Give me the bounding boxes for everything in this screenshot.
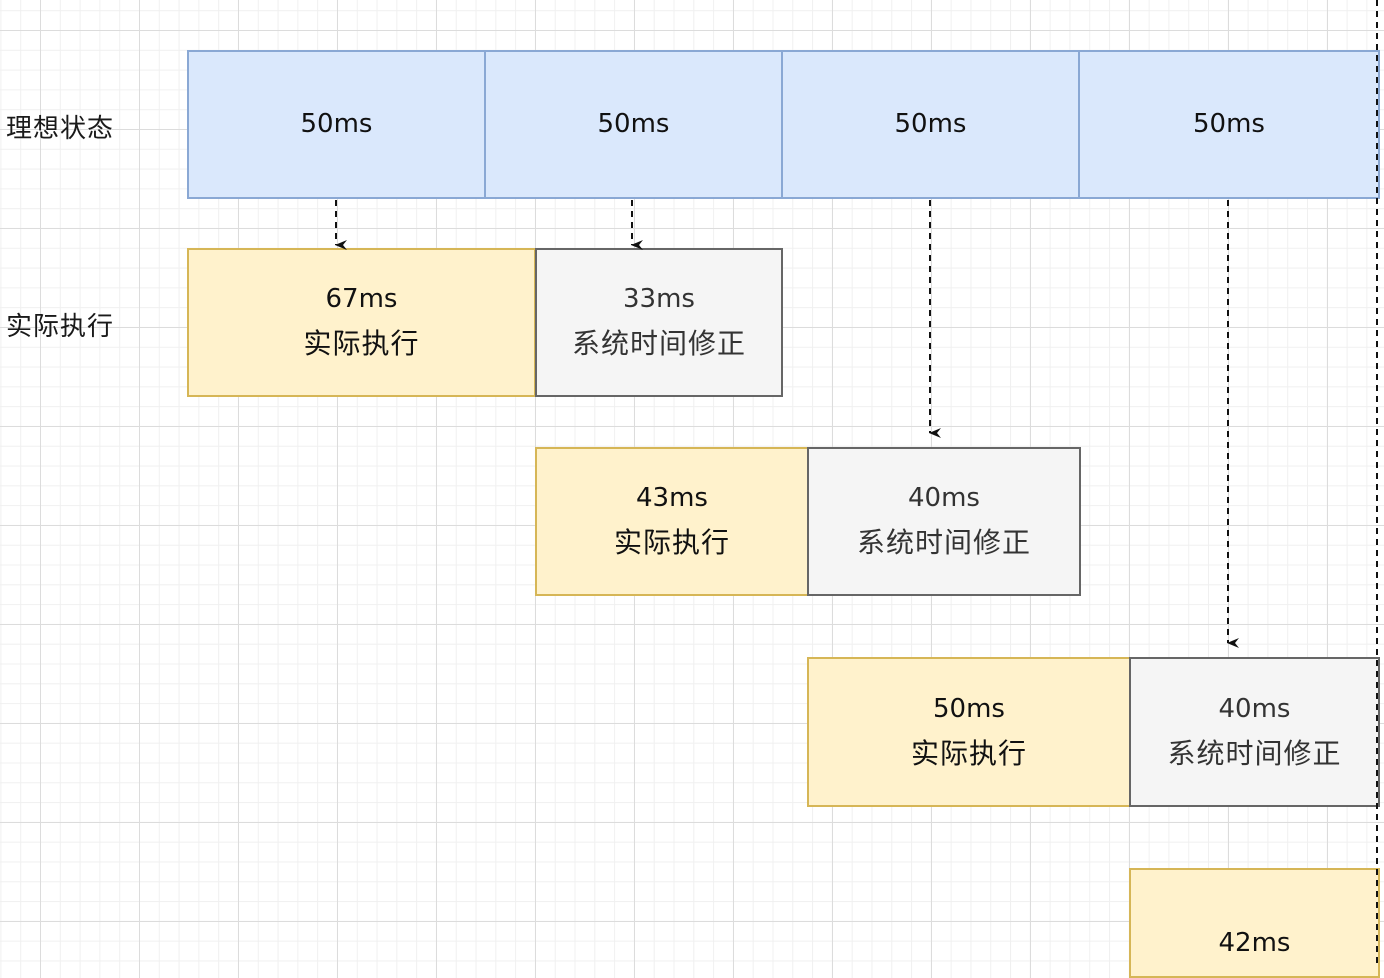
exec-box-1-value: 67ms: [325, 284, 398, 315]
exec-box-3-value: 50ms: [933, 693, 1005, 724]
exec-box-3-label: 实际执行: [910, 736, 1027, 770]
sys-box-3: 40ms 系统时间修正: [1129, 657, 1380, 807]
exec-box-2: 43ms 实际执行: [535, 447, 809, 596]
row-label-actual: 实际执行: [6, 312, 115, 342]
ideal-box-4: 50ms: [1078, 50, 1380, 199]
sys-box-1: 33ms 系统时间修正: [535, 248, 783, 397]
sys-box-2-value: 40ms: [908, 483, 980, 514]
sys-box-1-label: 系统时间修正: [571, 327, 746, 361]
ideal-box-4-value: 50ms: [1193, 108, 1265, 139]
ideal-box-1-value: 50ms: [300, 108, 373, 139]
exec-box-1: 67ms 实际执行: [187, 248, 536, 397]
ideal-box-2-value: 50ms: [597, 108, 670, 139]
exec-box-4-value: 42ms: [1218, 928, 1291, 958]
ideal-box-1: 50ms: [187, 50, 486, 199]
row-label-ideal: 理想状态: [6, 114, 115, 144]
exec-box-1-label: 实际执行: [303, 327, 420, 361]
sys-box-2-label: 系统时间修正: [856, 526, 1031, 560]
exec-box-4: 42ms: [1129, 868, 1380, 978]
sys-box-3-label: 系统时间修正: [1167, 736, 1342, 770]
ideal-box-3-value: 50ms: [894, 108, 967, 139]
ideal-box-3: 50ms: [781, 50, 1080, 199]
exec-box-2-value: 43ms: [636, 483, 708, 514]
ideal-box-2: 50ms: [484, 50, 783, 199]
sys-box-1-value: 33ms: [623, 284, 695, 315]
sys-box-3-value: 40ms: [1218, 693, 1291, 724]
exec-box-2-label: 实际执行: [613, 526, 730, 560]
sys-box-2: 40ms 系统时间修正: [807, 447, 1081, 596]
exec-box-3: 50ms 实际执行: [807, 657, 1131, 807]
